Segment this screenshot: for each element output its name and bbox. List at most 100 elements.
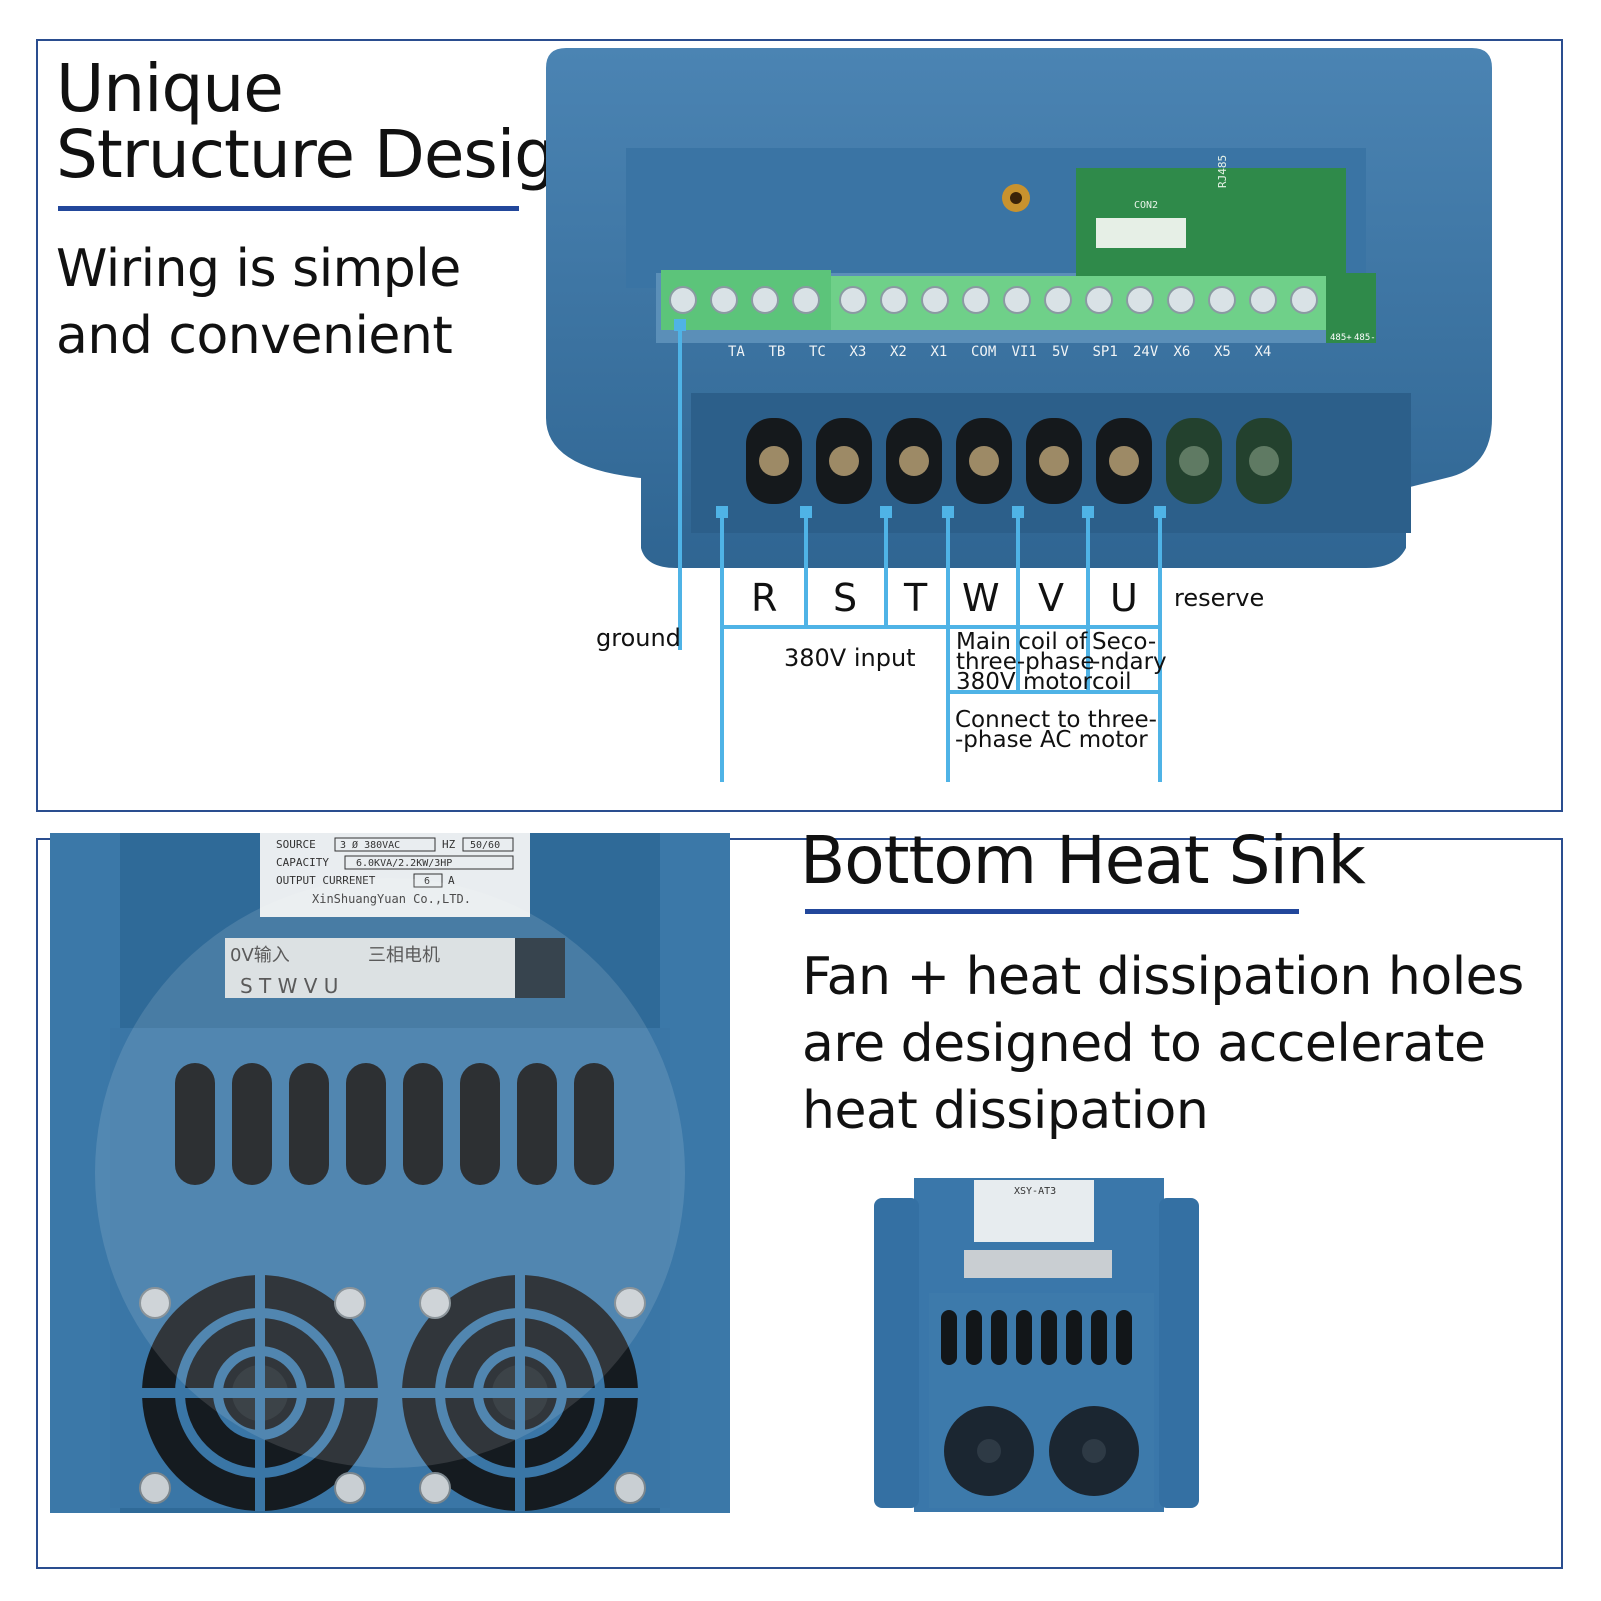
nameplate-output-unit: A (448, 874, 455, 887)
main-coil-label: Main coil of three-phase 380V motor (956, 629, 1095, 695)
heading-underline (58, 206, 519, 211)
board-terminal-label: X1 (931, 344, 948, 360)
nameplate-capacity-value: 6.0KVA/2.2KW/3HP (356, 858, 452, 869)
vent-slot (175, 1063, 215, 1185)
nameplate-hz-label: HZ (442, 838, 456, 851)
fan-screw (334, 1472, 366, 1504)
fan-screw (334, 1287, 366, 1319)
nameplate-output-value: 6 (424, 876, 430, 887)
fan-screw (614, 1287, 646, 1319)
vent-slot (460, 1063, 500, 1185)
fan-screw (614, 1472, 646, 1504)
small-device-model: XSY-AT3 (1014, 1186, 1056, 1197)
vent-slot (574, 1063, 614, 1185)
wiring-description: Wiring is simple and convenient (56, 239, 461, 366)
power-terminal-screw (1179, 446, 1209, 476)
nameplate-capacity-label: CAPACITY (276, 856, 329, 869)
board-terminal-label: TC (809, 344, 826, 360)
nameplate-source-value: 3 Ø 380VAC (340, 839, 400, 851)
terminal-screw (710, 286, 738, 314)
small-vent-slot (991, 1310, 1007, 1365)
terminal-screw (921, 286, 949, 314)
board-terminal-label: TB (769, 344, 786, 360)
board-terminal-label: 5V (1052, 344, 1069, 360)
heat-sink-heading: Bottom Heat Sink (800, 822, 1366, 899)
heat-sink-description: Fan + heat dissipation holes are designe… (802, 947, 1524, 1141)
power-terminal-screw (759, 446, 789, 476)
board-terminal-label: X4 (1255, 344, 1272, 360)
small-device-photo: XSY-AT3 (874, 1178, 1199, 1512)
fan-screw (419, 1472, 451, 1504)
magnifier-overlay (95, 878, 685, 1468)
terminal-screw (1290, 286, 1318, 314)
terminal-screw (1249, 286, 1277, 314)
heat-sink-photo: SOURCE 3 Ø 380VAC HZ 50/60 CAPACITY 6.0K… (50, 833, 730, 1513)
board-terminal-label: X2 (890, 344, 907, 360)
pcb-label-485-plus: 485+ (1330, 333, 1352, 343)
fan-screw (419, 1287, 451, 1319)
vent-slot (346, 1063, 386, 1185)
sticker-letters: S T W V U (240, 974, 338, 998)
power-terminal-screw (1109, 446, 1139, 476)
small-vent-slot (1066, 1310, 1082, 1365)
terminal-w-label: W (962, 576, 1000, 620)
wiring-diagram-lines (674, 319, 1166, 782)
sticker-input-label: 0V输入 (230, 945, 290, 966)
ground-label: ground (596, 624, 681, 652)
terminal-t-label: T (904, 576, 928, 620)
secondary-coil-label: Seco- -ndary coil (1092, 629, 1167, 695)
small-vent-slot (1041, 1310, 1057, 1365)
power-terminal-screw (829, 446, 859, 476)
terminal-v-label: V (1038, 576, 1064, 620)
terminal-u-label: U (1110, 576, 1138, 620)
board-terminal-label: VI1 (1012, 344, 1037, 360)
fan-screw (139, 1287, 171, 1319)
vent-slot (403, 1063, 443, 1185)
small-vent-slot (1091, 1310, 1107, 1365)
terminal-screw (1044, 286, 1072, 314)
terminal-screw (751, 286, 779, 314)
input-voltage-label: 380V input (784, 644, 916, 672)
board-terminal-label: X6 (1174, 344, 1191, 360)
nameplate (260, 833, 530, 917)
terminal-screw (962, 286, 990, 314)
pcb-label-con2: CON2 (1134, 200, 1158, 211)
nameplate-maker: XinShuangYuan Co.,LTD. (312, 892, 471, 906)
terminal-s-label: S (833, 576, 858, 620)
power-terminal-screw (899, 446, 929, 476)
small-vent-slot (1116, 1310, 1132, 1365)
board-terminal-label: SP1 (1093, 344, 1118, 360)
board-terminal-label: X3 (850, 344, 867, 360)
power-terminal-screw (1039, 446, 1069, 476)
terminal-sticker (225, 938, 525, 998)
vent-slot (517, 1063, 557, 1185)
reserve-label: reserve (1174, 584, 1265, 612)
small-vent-slot (1016, 1310, 1032, 1365)
motor-connection-label: Connect to three- -phase AC motor (955, 707, 1157, 753)
sticker-motor-label: 三相电机 (368, 945, 440, 966)
heat-sink-underline (805, 909, 1299, 914)
vent-slot (232, 1063, 272, 1185)
terminal-screw (1126, 286, 1154, 314)
terminal-screw (669, 286, 697, 314)
power-terminal-screw (1249, 446, 1279, 476)
nameplate-source-label: SOURCE (276, 838, 316, 851)
vent-slot (289, 1063, 329, 1185)
small-vent-slot (966, 1310, 982, 1365)
nameplate-hz-value: 50/60 (470, 840, 500, 851)
terminal-screw (1167, 286, 1195, 314)
terminal-screw (880, 286, 908, 314)
terminal-screw (1085, 286, 1113, 314)
terminal-screw (792, 286, 820, 314)
terminal-screw (1208, 286, 1236, 314)
board-terminal-label: 24V (1133, 344, 1159, 360)
board-terminal-label: X5 (1214, 344, 1231, 360)
pcb-label-rj485: RJ485 (1216, 155, 1229, 188)
control-terminal-strip (661, 270, 1326, 330)
terminal-screw (1003, 286, 1031, 314)
nameplate-output-label: OUTPUT CURRENET (276, 874, 376, 887)
small-vent-slot (941, 1310, 957, 1365)
power-terminal-screw (969, 446, 999, 476)
board-terminal-label: COM (971, 344, 996, 360)
